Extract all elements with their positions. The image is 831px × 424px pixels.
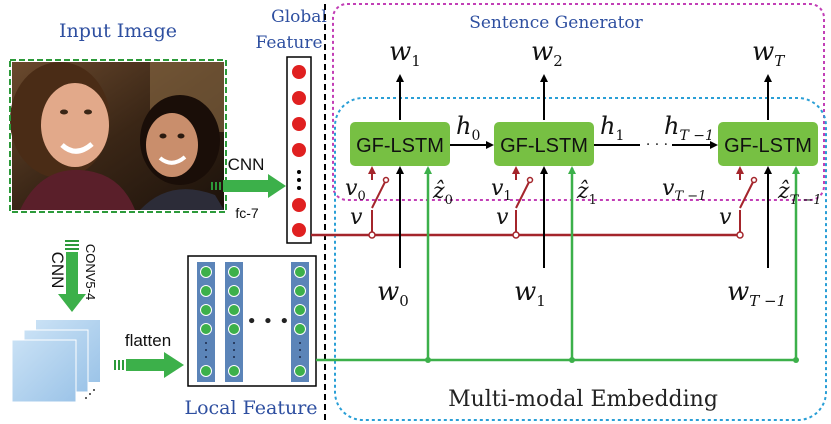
global-v-1: v [496, 205, 509, 230]
local-feature-label: Local Feature [184, 397, 317, 419]
conv54-label: CONV5-4 [83, 244, 98, 300]
seq-dots: · · · [646, 137, 668, 153]
global-feature-label-line2: Feature [255, 33, 322, 53]
output-w2: w2 [531, 37, 563, 70]
global-feature-label-line1: Global [271, 7, 327, 27]
lstm-cell-2: GF-LSTM [718, 122, 818, 166]
gate-vT: vT −1 [662, 176, 706, 204]
gate-v1: v1 [491, 176, 512, 204]
lstm-cell-2-label: GF-LSTM [724, 135, 812, 157]
zhat-1: ẑ1 [576, 179, 597, 208]
fc7-label: fc-7 [235, 205, 259, 221]
sentence-generator-label: Sentence Generator [469, 13, 643, 33]
input-image-label: Input Image [59, 20, 177, 42]
output-w1-sub: 1 [411, 52, 421, 70]
cnn-left-label: CNN [48, 252, 67, 289]
conv-feature-maps [11, 320, 100, 403]
zhat-last: ẑT −1 [777, 179, 822, 208]
lstm-cell-1: GF-LSTM [494, 122, 594, 166]
output-wT-sub: T [774, 52, 785, 70]
input-wT: wT −1 [727, 277, 786, 310]
zhat-0: ẑ0 [432, 179, 453, 208]
local-dots: • • • [246, 311, 289, 332]
flatten-label: flatten [125, 331, 171, 350]
hidden-h1: h1 [600, 112, 624, 144]
input-image [10, 62, 224, 210]
lstm-cell-1-label: GF-LSTM [500, 135, 588, 157]
output-w1: w1 [389, 37, 421, 70]
flatten-arrow [114, 352, 184, 378]
gate-v0: v0 [345, 176, 366, 204]
lstm-step-last [736, 74, 800, 363]
output-wT: wT [752, 37, 785, 70]
multimodal-embedding-box [334, 97, 827, 421]
cnn-top-label: CNN [228, 155, 265, 174]
lstm-step-1 [512, 74, 576, 363]
hidden-hT: hT −1 [664, 112, 714, 144]
lstm-cell-0-label: GF-LSTM [356, 135, 444, 157]
hidden-h0: h0 [456, 112, 480, 144]
input-w1: w1 [514, 277, 546, 310]
lstm-step-0 [368, 74, 432, 363]
cnn-conv-arrow [58, 240, 86, 312]
local-feature-matrix [187, 255, 317, 387]
output-w2-sub: 2 [553, 52, 563, 70]
global-v-0: v [350, 205, 363, 230]
embedding-label: Multi-modal Embedding [448, 387, 718, 412]
global-v-last: v [719, 205, 732, 230]
global-feature-vector [286, 56, 312, 244]
lstm-cell-0: GF-LSTM [350, 122, 450, 166]
input-w0: w0 [377, 277, 409, 310]
sentence-generator-box [332, 3, 825, 201]
input-image-frame [9, 59, 227, 213]
cnn-fc7-arrow [211, 174, 286, 198]
